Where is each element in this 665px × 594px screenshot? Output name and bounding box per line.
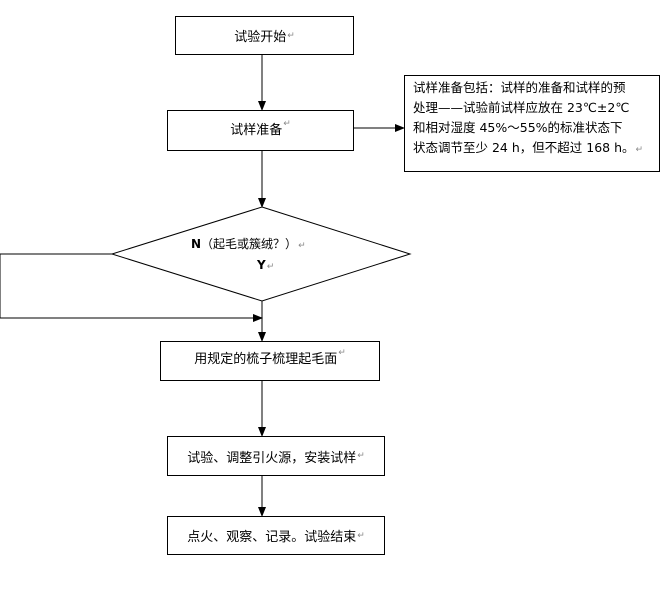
note-line: 处理——试验前试样应放在 23℃±2℃ xyxy=(413,100,630,115)
decision-question: N（起毛或簇绒？）↵ xyxy=(191,237,306,251)
setup-label: 试验、调整引火源，安装试样 xyxy=(187,450,357,466)
return-mark: ↵ xyxy=(283,119,291,129)
comb-label: 用规定的梳子梳理起毛面 xyxy=(194,352,338,367)
note-line: 和相对湿度 45%～55%的标准状态下 xyxy=(413,120,623,135)
prep-note-box: 试样准备包括：试样的准备和试样的预 处理——试验前试样应放在 23℃±2℃ 和相… xyxy=(404,75,660,172)
comb-box: 用规定的梳子梳理起毛面↵ xyxy=(160,341,380,381)
start-label: 试验开始 xyxy=(234,30,287,45)
decision-diamond xyxy=(110,206,412,302)
decision-question-text: （起毛或簇绒？） xyxy=(201,237,298,251)
decision-y: Y↵ xyxy=(257,258,275,272)
n-branch-line xyxy=(0,253,263,322)
return-mark: ↵ xyxy=(287,30,295,41)
note-line: 状态调节至少 24 h，但不超过 168 h。↵ xyxy=(413,140,644,155)
decision-y-label: Y xyxy=(257,258,266,272)
end-box: 点火、观察、记录。试验结束↵ xyxy=(167,516,385,555)
end-label: 点火、观察、记录。试验结束 xyxy=(187,530,357,545)
setup-box: 试验、调整引火源，安装试样↵ xyxy=(167,436,385,476)
decision-n-label: N xyxy=(191,237,202,251)
note-line: 试样准备包括：试样的准备和试样的预 xyxy=(413,80,626,95)
start-box: 试验开始↵ xyxy=(175,16,354,55)
prep-box: 试样准备↵ xyxy=(167,110,354,151)
prep-label: 试样准备 xyxy=(230,123,283,138)
